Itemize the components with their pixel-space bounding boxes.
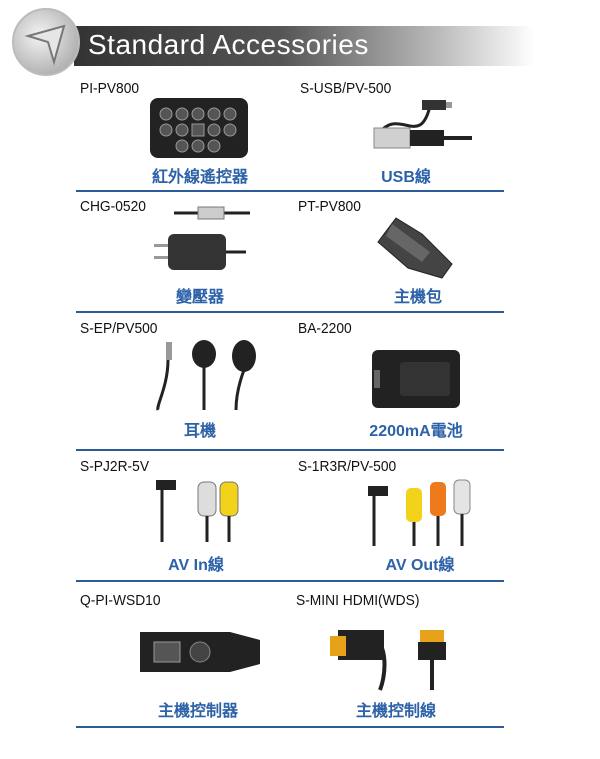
model-s-ep-pv500: S-EP/PV500 [80, 320, 158, 337]
model-pi-pv800: PI-PV800 [80, 80, 140, 97]
caption-ir-remote: 紅外線遙控器 [151, 169, 248, 186]
caption-earphones: 耳機 [183, 423, 216, 440]
caption-case: 主機包 [393, 289, 442, 306]
caption-battery: 2200mA電池 [369, 423, 463, 440]
caption-control-cable: 主機控制線 [355, 703, 436, 720]
model-s-usb-pv500: S-USB/PV-500 [300, 80, 392, 97]
title-bar: Standard Accessories [74, 26, 534, 66]
model-chg-0520: CHG-0520 [80, 198, 146, 215]
usb-cable-image [373, 100, 472, 149]
row-divider [76, 449, 504, 451]
navigation-arrow-icon [12, 8, 80, 76]
model-s-1r3r-pv500: S-1R3R/PV-500 [298, 458, 397, 475]
controller-image [140, 632, 260, 672]
model-pt-pv800: PT-PV800 [298, 198, 361, 215]
carrying-case-image [377, 217, 453, 279]
row-divider [76, 726, 504, 728]
earphones-image [156, 340, 256, 411]
av-out-cable-image [368, 479, 471, 546]
section-header: Standard Accessories [12, 8, 534, 76]
battery-image [372, 350, 460, 408]
caption-av-out: AV Out線 [385, 557, 455, 574]
av-in-cable-image [156, 480, 239, 542]
remote-control-image [150, 98, 248, 158]
caption-usb-cable: USB線 [381, 169, 431, 186]
page-title: Standard Accessories [88, 29, 369, 60]
model-q-pi-wsd10: Q-PI-WSD10 [80, 592, 161, 609]
hdmi-cable-image [330, 630, 446, 691]
row-divider [76, 190, 504, 192]
model-s-pj2r-5v: S-PJ2R-5V [80, 458, 150, 475]
caption-av-in: AV In線 [168, 557, 224, 574]
row-divider [76, 311, 504, 313]
model-ba-2200: BA-2200 [298, 320, 352, 337]
row-divider [76, 580, 504, 582]
model-s-mini-hdmi: S-MINI HDMI(WDS) [296, 592, 420, 609]
caption-adapter: 變壓器 [175, 289, 224, 306]
power-adapter-image [154, 206, 250, 270]
caption-controller: 主機控制器 [157, 703, 238, 720]
